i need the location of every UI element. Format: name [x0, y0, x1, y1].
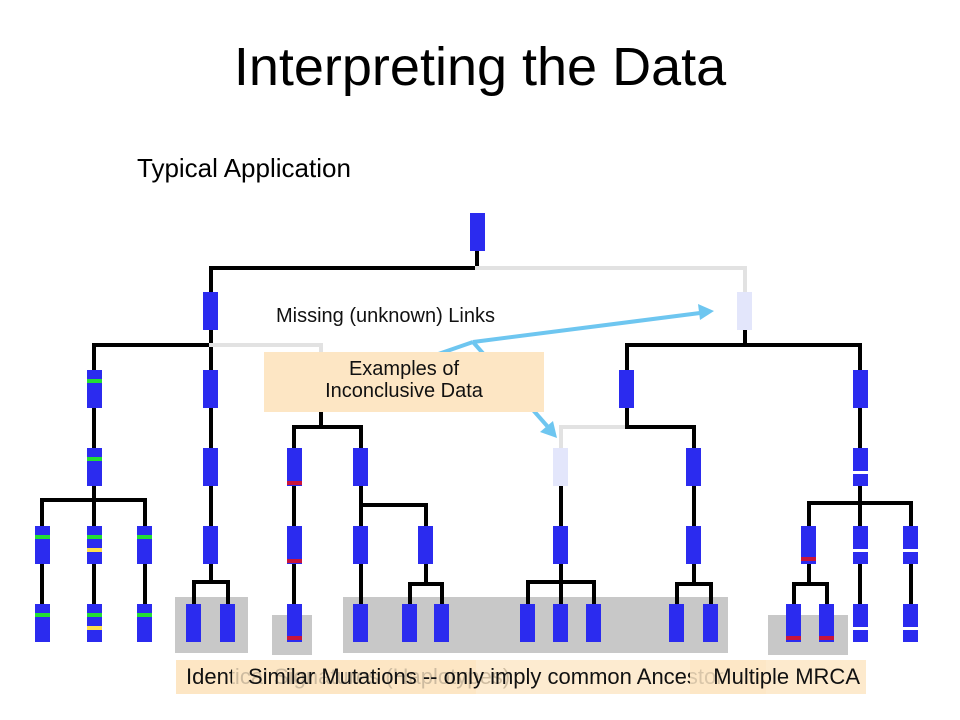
inconclusive-data-label: Examples of Inconclusive Data — [264, 352, 544, 412]
yellow-mutation-mark — [87, 626, 102, 630]
page-title: Interpreting the Data — [233, 37, 727, 97]
red-mutation-mark — [819, 636, 834, 640]
node — [853, 526, 868, 564]
unknown-node — [737, 292, 752, 330]
inconclusive-line1: Examples of — [348, 358, 460, 380]
tree-links — [40, 246, 913, 606]
leaf-node — [186, 604, 201, 642]
node — [137, 526, 152, 564]
node — [418, 526, 433, 564]
multiple-mrca-label: Multiple MRCA — [690, 660, 866, 694]
node — [853, 448, 868, 486]
highlight-groups — [175, 597, 848, 655]
leaf-node — [786, 604, 801, 642]
leaf-node — [402, 604, 417, 642]
node — [801, 526, 816, 564]
white-mutation-mark — [903, 627, 918, 630]
leaf-node — [35, 604, 50, 642]
node — [353, 448, 368, 486]
red-mutation-mark — [287, 636, 302, 640]
green-mutation-mark — [87, 613, 102, 617]
white-mutation-mark — [853, 549, 868, 552]
leaf-node — [520, 604, 535, 642]
identical-group-highlight — [175, 597, 248, 653]
white-mutation-mark — [853, 471, 868, 474]
inconclusive-line2: Inconclusive Data — [325, 380, 483, 402]
green-mutation-mark — [35, 535, 50, 539]
node — [553, 526, 568, 564]
leaf-node — [220, 604, 235, 642]
red-mutation-mark — [287, 559, 302, 563]
green-mutation-mark — [137, 613, 152, 617]
mrca-group-highlight — [768, 615, 848, 655]
node — [353, 526, 368, 564]
unknown-node — [553, 448, 568, 486]
node — [686, 526, 701, 564]
red-mutation-mark — [786, 636, 801, 640]
node — [203, 526, 218, 564]
leaf-node — [137, 604, 152, 642]
node — [619, 370, 634, 408]
leaf-node — [353, 604, 368, 642]
mutation-marks — [35, 379, 918, 640]
leaf-node — [669, 604, 684, 642]
red-mutation-mark — [287, 481, 302, 485]
green-mutation-mark — [87, 379, 102, 383]
node — [203, 370, 218, 408]
node — [853, 370, 868, 408]
leaf-node — [434, 604, 449, 642]
root-node — [470, 213, 485, 251]
node — [203, 448, 218, 486]
leaf-node — [287, 604, 302, 642]
tree-nodes — [35, 213, 918, 642]
node — [35, 526, 50, 564]
node — [203, 292, 218, 330]
node — [686, 448, 701, 486]
leaf-node — [903, 604, 918, 642]
leaf-node — [853, 604, 868, 642]
leaf-node — [703, 604, 718, 642]
node — [903, 526, 918, 564]
node — [287, 448, 302, 486]
missing-links-label: Missing (unknown) Links — [276, 305, 495, 327]
arrowhead — [698, 304, 714, 320]
similar-mutations-label: Similar Mutations -- only imply common A… — [232, 660, 766, 694]
white-mutation-mark — [903, 549, 918, 552]
arrow-to-right-unknown — [472, 311, 701, 344]
green-mutation-mark — [87, 535, 102, 539]
page-subtitle: Typical Application — [137, 153, 351, 183]
green-mutation-mark — [35, 613, 50, 617]
white-mutation-mark — [853, 627, 868, 630]
yellow-mutation-mark — [87, 548, 102, 552]
node — [287, 526, 302, 564]
node — [87, 448, 102, 486]
leaf-node — [87, 604, 102, 642]
leaf-node — [553, 604, 568, 642]
red-mutation-mark — [801, 557, 816, 561]
green-mutation-mark — [137, 535, 152, 539]
node — [87, 370, 102, 408]
node — [87, 526, 102, 564]
leaf-node — [819, 604, 834, 642]
leaf-node — [586, 604, 601, 642]
green-mutation-mark — [87, 457, 102, 461]
arrowhead — [540, 421, 557, 438]
